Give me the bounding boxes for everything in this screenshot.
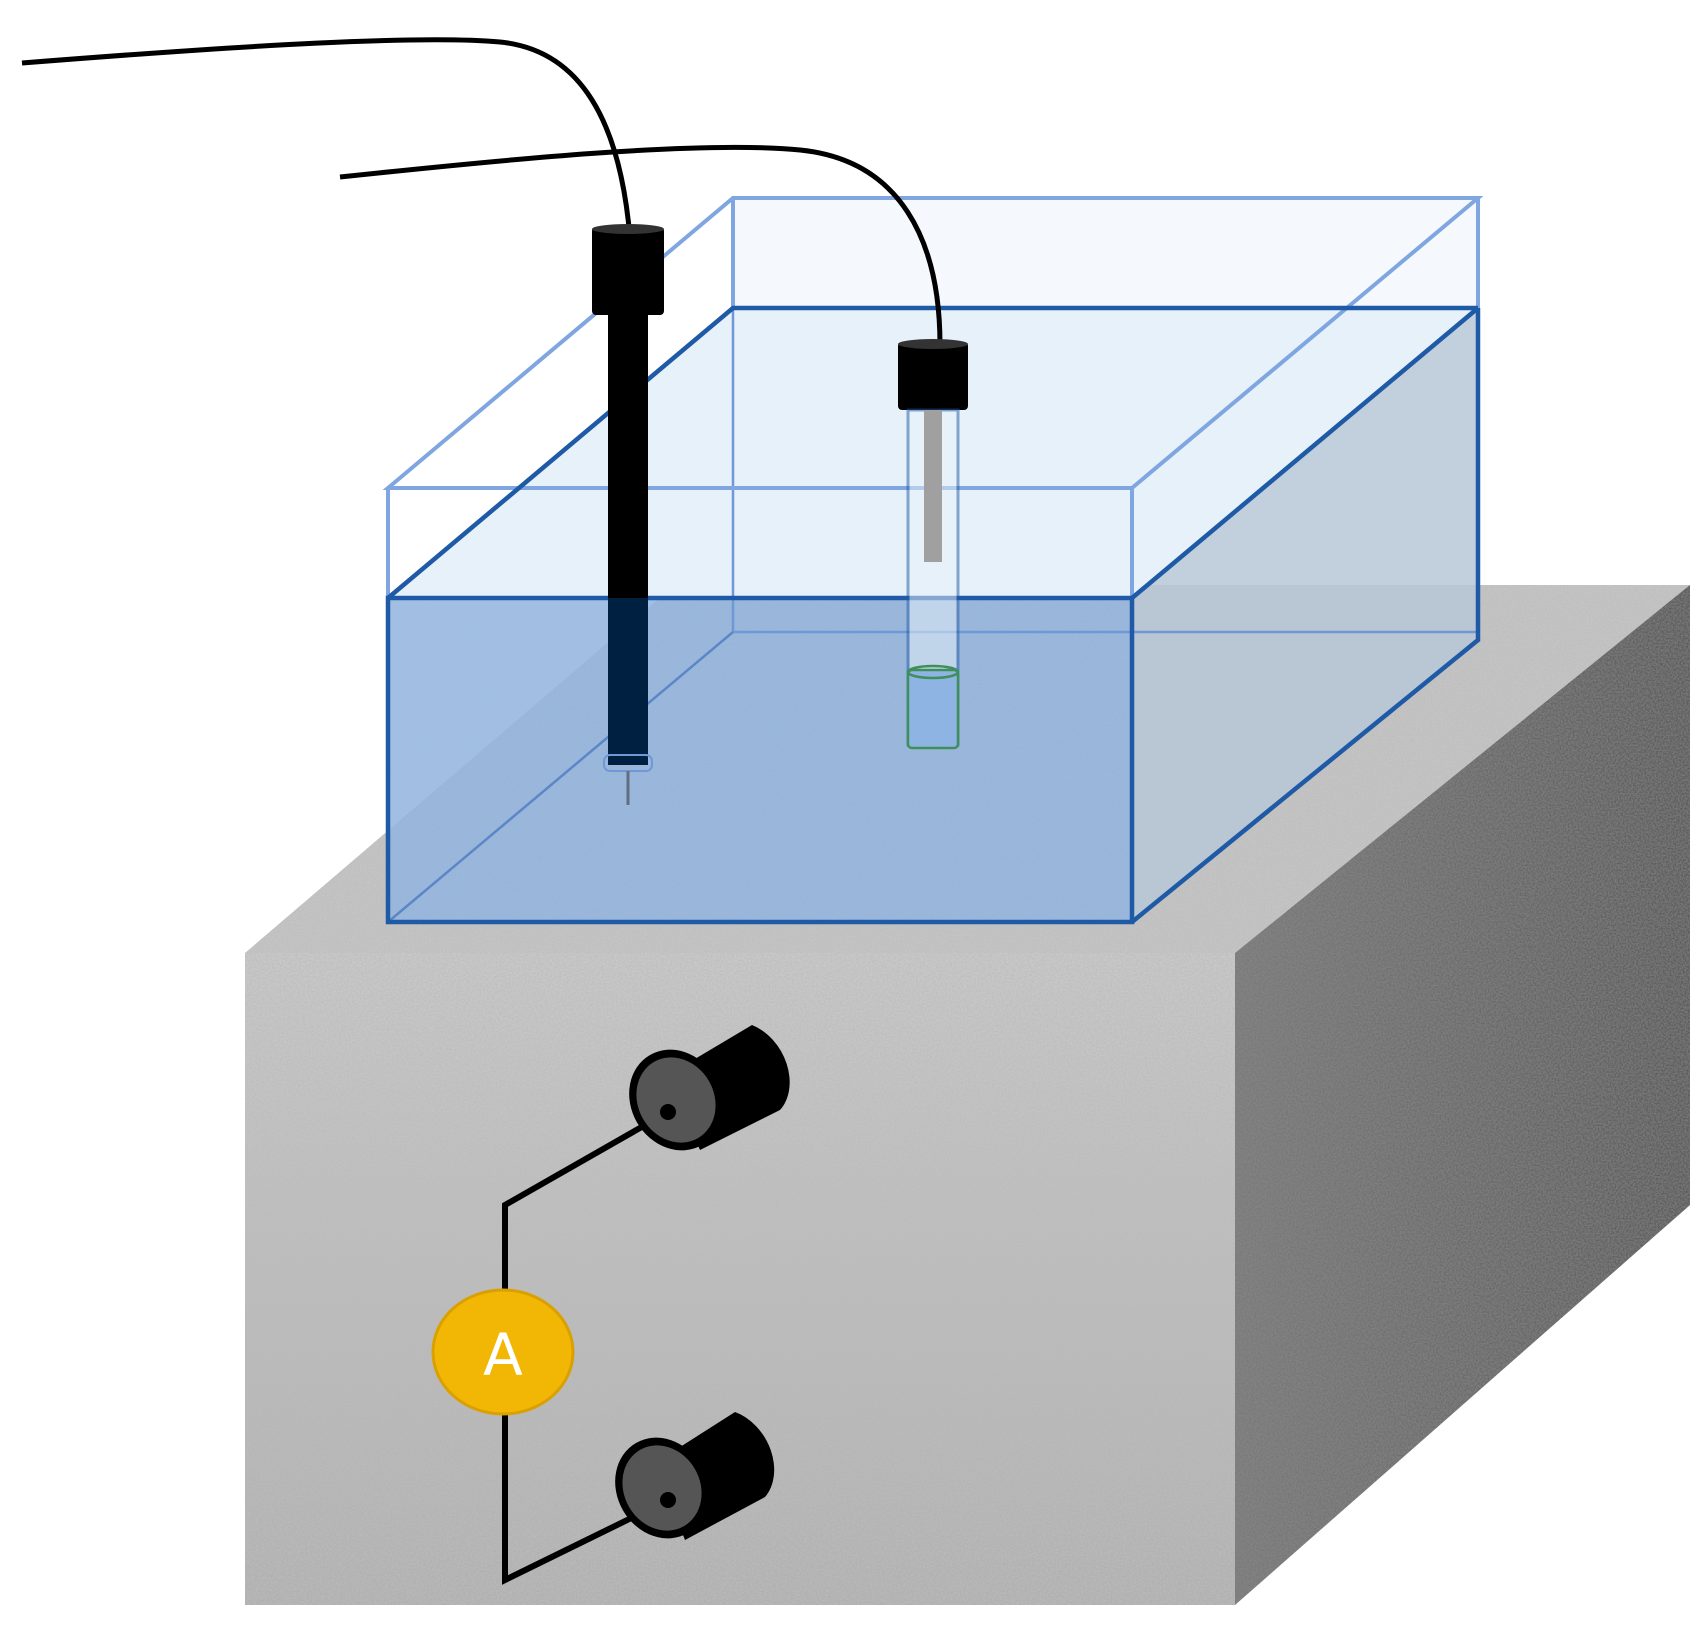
- rebar-electrode-icon: [615, 1412, 775, 1540]
- rebar-electrode-icon: [629, 1025, 790, 1151]
- reference-electrode-tip: [906, 668, 960, 750]
- ammeter-label: A: [483, 1321, 523, 1389]
- reference-electrode-cable: [339, 144, 943, 346]
- reference-electrode-inner-wire: [924, 410, 942, 562]
- reference-electrode-icon: [339, 144, 968, 750]
- water-side: [1132, 308, 1478, 922]
- ammeter-icon: A: [431, 1288, 575, 1416]
- tank-back-wall: [733, 198, 1478, 308]
- working-electrode-cable: [21, 37, 633, 239]
- rebar-circuit: A: [431, 1025, 790, 1585]
- working-electrode-cap: [592, 227, 664, 315]
- reference-electrode-cap: [898, 342, 968, 410]
- working-electrode-icon: [21, 37, 664, 805]
